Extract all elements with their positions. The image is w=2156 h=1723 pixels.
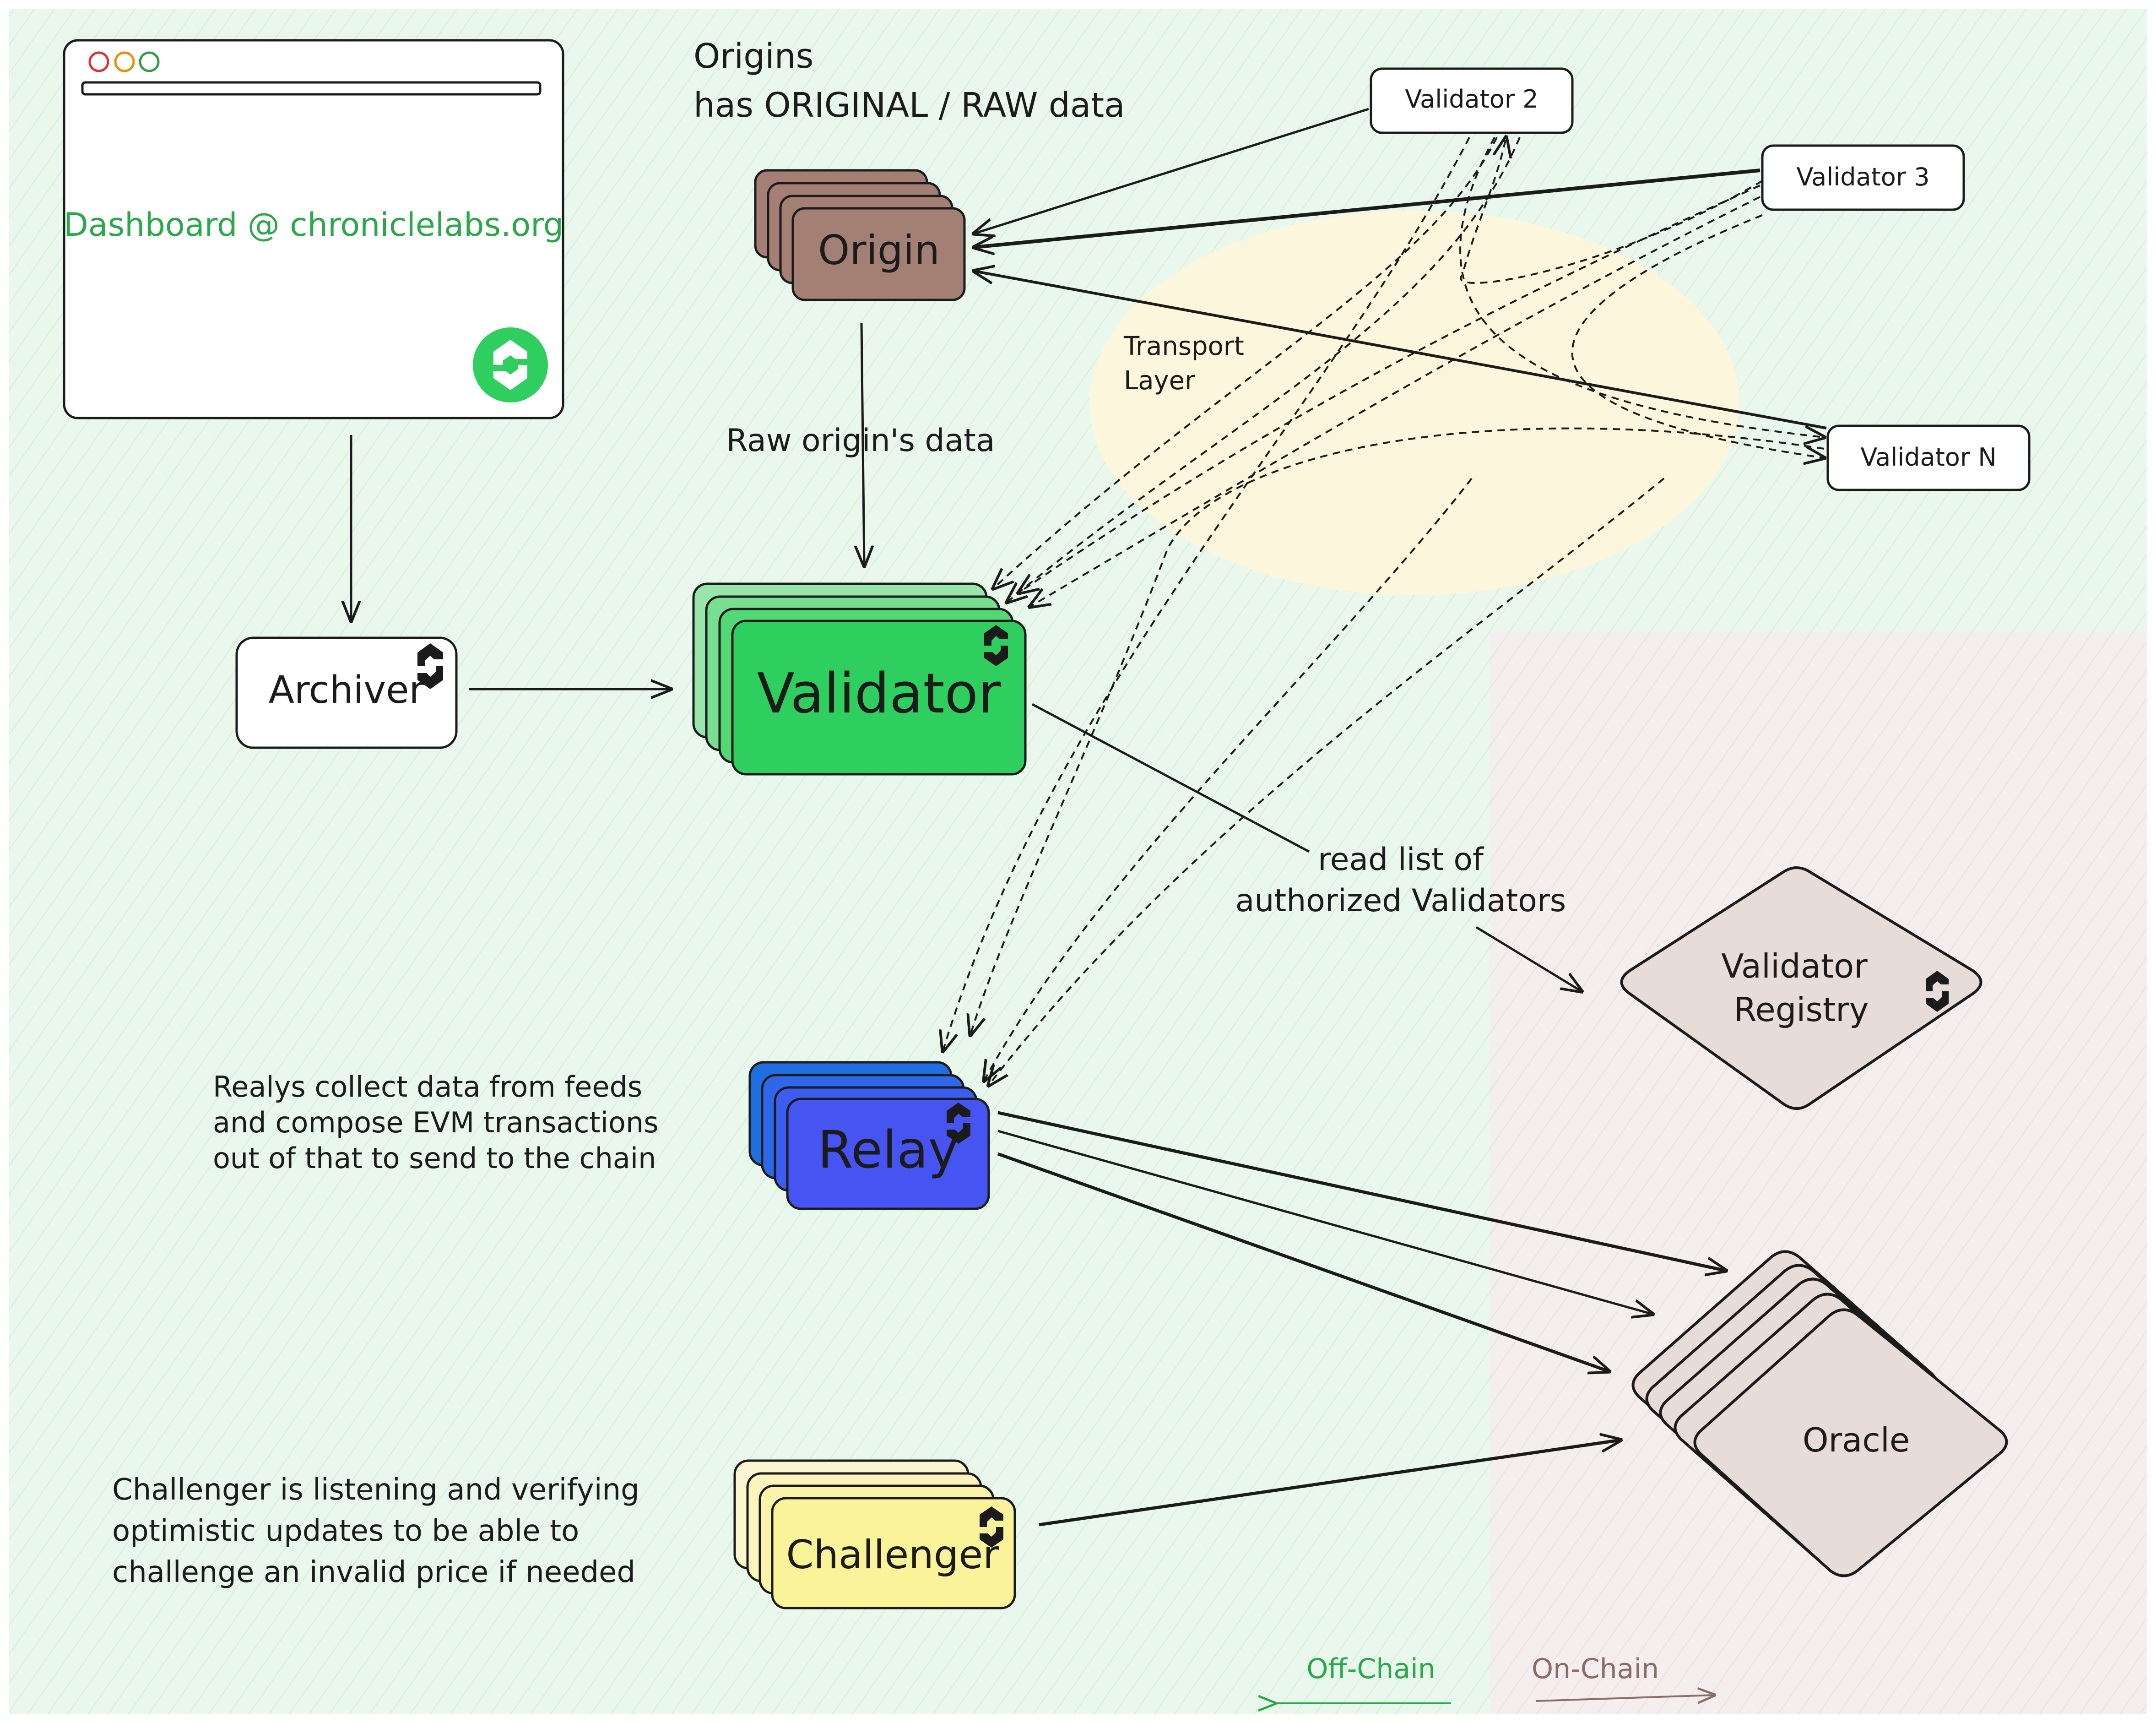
validator-2-node[interactable]: Validator 2 [1370,67,1574,134]
validator-chronicle-icon [984,625,1008,666]
read-list-line1: read list of [1318,842,1484,878]
arrow-validatorN-to-origin [974,271,1827,429]
challenger-label: Challenger [786,1532,999,1578]
read-list-line2: authorized Validators [1235,883,1566,919]
dashboard-window[interactable]: Dashboard @ chroniclelabs.org [63,39,564,419]
validator-3-node[interactable]: Validator 3 [1761,144,1965,211]
relay-note-line2: and compose EVM transactions [213,1106,659,1139]
transport-layer-line2: Layer [1124,366,1196,396]
validator-2-label: Validator 2 [1405,85,1538,114]
archiver-label: Archiver [269,669,425,712]
window-close-dot [88,51,109,72]
chronicle-logo-icon [473,327,548,402]
legend-on-chain-arrow [1535,1695,1714,1701]
validator-label: Validator [757,662,1001,726]
relay-label: Relay [818,1120,959,1180]
arrow-validator-to-registry [1031,703,1582,991]
validator-3-label: Validator 3 [1796,163,1929,191]
challenger-note-line2: optimistic updates to be able to [112,1514,579,1548]
origin-label: Origin [818,227,940,274]
arrow-relay-to-oracle-3 [997,1152,1609,1371]
dashboard-label[interactable]: Dashboard @ chroniclelabs.org [64,206,563,244]
legend-off-chain: Off-Chain [1275,1653,1451,1703]
validator-registry-line2: Registry [1734,990,1869,1029]
challenger-note-line3: challenge an invalid price if needed [112,1555,635,1589]
arrow-validator2-to-origin [974,108,1369,234]
oracle-label: Oracle [1803,1421,1910,1459]
archiver-chronicle-icon [417,643,443,689]
arrow-origin-to-validator [861,322,864,565]
relay-chronicle-icon [947,1103,970,1144]
arrow-validator3-to-origin [974,168,1761,247]
origin-node[interactable]: Origin [754,169,966,301]
relay-note-line3: out of that to send to the chain [213,1141,656,1175]
transport-layer-line1: Transport [1123,332,1244,361]
arrow-challenger-to-oracle [1039,1440,1620,1527]
address-bar [81,81,542,96]
validator-n-label: Validator N [1860,443,1996,472]
relay-note-line1: Realys collect data from feeds [213,1070,642,1103]
transport-dashed-connections [943,137,1824,1085]
oracle-node[interactable]: Oracle [1631,1250,2008,1577]
registry-chronicle-icon [1926,971,1949,1012]
challenger-chronicle-icon [980,1506,1003,1548]
arrow-relay-to-oracle-1 [997,1111,1726,1271]
validator-node[interactable]: Validator [692,582,1027,776]
validator-registry-line1: Validator [1721,947,1868,985]
origins-note-line1: Origins [693,37,813,76]
validator-n-node[interactable]: Validator N [1826,424,2031,491]
window-maximize-dot [139,51,160,72]
arrow-relay-to-oracle-2 [997,1130,1652,1314]
relay-node[interactable]: Relay [748,1061,990,1210]
archiver-node[interactable]: Archiver [235,636,458,749]
challenger-node[interactable]: Challenger [733,1459,1016,1609]
transport-layer-zone [1089,211,1739,595]
raw-data-label: Raw origin's data [726,423,995,459]
validator-registry-node[interactable]: Validator Registry [1620,866,1983,1110]
on-chain-zone [1490,632,2147,1714]
legend-on-chain-label: On-Chain [1532,1653,1659,1685]
legend-on-chain: On-Chain [1532,1653,1714,1701]
legend-off-chain-label: Off-Chain [1306,1653,1436,1685]
origins-note-line2: has ORIGINAL / RAW data [693,86,1125,125]
challenger-note-line1: Challenger is listening and verifying [112,1473,639,1507]
window-minimize-dot [114,51,135,72]
